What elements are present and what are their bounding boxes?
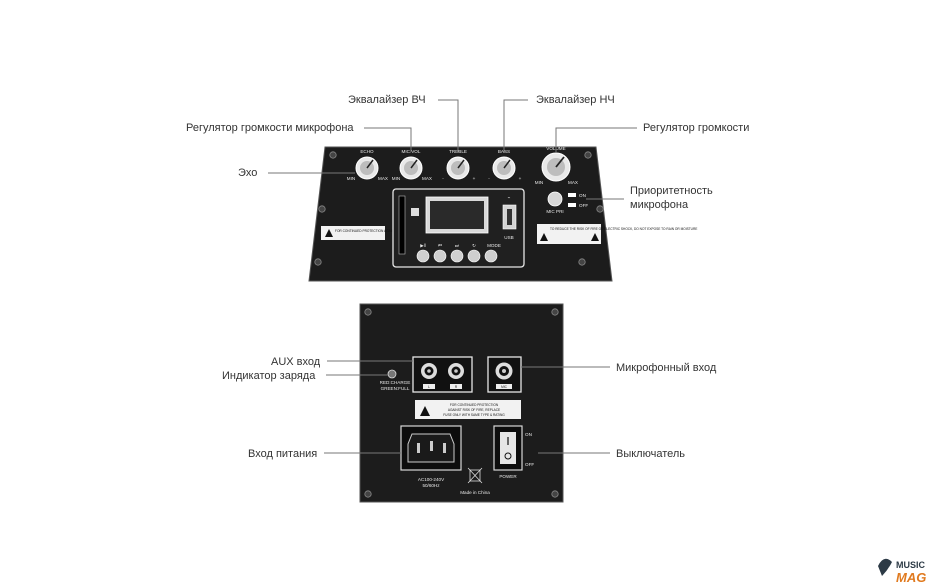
callout-mic-priority-line1: Приоритетность <box>630 185 713 197</box>
fuse-warning-label: FOR CONTINUED PROTECTION AGAINST RISK OF… <box>415 400 521 419</box>
screw-icon <box>551 308 559 316</box>
sd-card-icon <box>411 208 419 216</box>
power-switch[interactable]: ON OFF POWER <box>493 425 534 479</box>
power-off-label: OFF <box>525 462 534 467</box>
charge-red-label: RED:CHARGE <box>380 380 411 385</box>
bass-plus-label: + <box>519 176 522 181</box>
aux-r-label: R <box>455 385 458 389</box>
screw-icon <box>364 308 372 316</box>
echo-min-label: MIN <box>347 176 355 181</box>
callout-mic-priority-line2: микрофона <box>630 199 689 211</box>
echo-max-label: MAX <box>378 176 388 181</box>
aux-l-label: L <box>428 385 430 389</box>
repeat-icon: ↻ <box>472 243 476 248</box>
usb-icon: ⌁ <box>508 195 511 200</box>
volume-max-label: MAX <box>568 180 578 185</box>
fuse-warning-line1: FOR CONTINUED PROTECTION <box>450 403 499 407</box>
previous-button[interactable] <box>433 249 447 263</box>
guitar-icon <box>878 558 892 576</box>
mic-priority-switch[interactable]: ON OFF <box>568 193 588 208</box>
next-icon: ⏭ <box>455 243 459 248</box>
screw-icon <box>329 151 337 159</box>
bottom-panel-callouts: AUX вход Индикатор заряда Микрофонный вх… <box>222 356 717 460</box>
volume-min-label: MIN <box>535 180 543 185</box>
mode-label: MODE <box>487 243 501 248</box>
next-button[interactable] <box>450 249 464 263</box>
usb-label: USB <box>504 235 513 240</box>
top-panel-callouts: Эквалайзер ВЧ Эквалайзер НЧ Регулятор гр… <box>186 94 749 211</box>
screw-icon <box>584 151 592 159</box>
echo-knob-label: ECHO <box>360 149 374 154</box>
made-in-label: Made in China <box>460 490 490 495</box>
ac-power-inlet[interactable]: AC100-240V 50/60Hz <box>400 425 462 488</box>
callout-mic-input: Микрофонный вход <box>616 362 717 374</box>
musicmag-logo: MUSIC MAG <box>878 558 926 585</box>
screw-icon <box>318 205 326 213</box>
fuse-warning-line3: FUSE ONLY WITH SAME TYPE & RATING <box>443 413 505 417</box>
screw-icon <box>551 490 559 498</box>
watermark-line1: MUSIC <box>896 560 926 570</box>
warning-label-right: TO REDUCE THE RISK OF FIRE OR ELECTRIC S… <box>537 224 697 244</box>
mic-vol-max-label: MAX <box>422 176 432 181</box>
mic-vol-knob[interactable]: MIC.VOL MIN MAX <box>392 149 432 181</box>
mic-vol-min-label: MIN <box>392 176 400 181</box>
warning-right-text: TO REDUCE THE RISK OF FIRE OR ELECTRIC S… <box>550 227 697 231</box>
ac-voltage-label: AC100-240V <box>418 477 445 482</box>
rear-io-panel: RED:CHARGE GREEN:FULL L R MIC <box>359 303 564 503</box>
callout-bass-eq: Эквалайзер НЧ <box>536 94 615 106</box>
weee-bin-icon <box>467 467 483 484</box>
media-player-module: ⌁ USB ▶‖ ⏮ ⏭ ↻ MODE <box>392 188 525 268</box>
bass-minus-label: - <box>488 176 490 181</box>
fuse-warning-line2: AGAINST RISK OF FIRE, REPLACE <box>448 408 500 412</box>
watermark-line2: MAG <box>896 570 926 585</box>
screw-icon <box>314 258 322 266</box>
mic-pri-label: MIC PRI <box>546 209 563 214</box>
power-on-label: ON <box>525 432 532 437</box>
mic-pri-on-label: ON <box>579 193 586 198</box>
previous-icon: ⏮ <box>438 243 442 248</box>
repeat-button[interactable] <box>467 249 481 263</box>
callout-power-switch: Выключатель <box>616 448 685 460</box>
play-pause-button[interactable] <box>416 249 430 263</box>
callout-echo: Эхо <box>238 167 257 179</box>
callout-aux-in: AUX вход <box>271 356 321 368</box>
power-label: POWER <box>499 474 517 479</box>
screw-icon <box>596 205 604 213</box>
mic-pri-off-label: OFF <box>579 203 588 208</box>
treble-plus-label: + <box>473 176 476 181</box>
callout-mic-volume: Регулятор громкости микрофона <box>186 122 354 134</box>
callout-charge-indicator: Индикатор заряда <box>222 370 316 382</box>
callout-power-input: Вход питания <box>248 448 317 460</box>
callout-treble-eq: Эквалайзер ВЧ <box>348 94 426 106</box>
screw-icon <box>364 490 372 498</box>
screw-icon <box>578 258 586 266</box>
mic-priority-button[interactable]: MIC PRI <box>546 191 564 214</box>
aux-input-jacks[interactable]: L R <box>412 356 473 393</box>
mode-button[interactable] <box>484 249 498 263</box>
mic-input-jack[interactable]: MIC <box>487 356 522 393</box>
play-pause-icon: ▶‖ <box>420 243 426 248</box>
charge-green-label: GREEN:FULL <box>381 386 410 391</box>
echo-knob[interactable]: ECHO MIN MAX <box>347 149 388 181</box>
top-control-panel: ECHO MIN MAX MIC.VOL MIN MAX TREBLE - + … <box>308 146 697 282</box>
mic-jack-label: MIC <box>501 385 508 389</box>
charge-indicator-led: RED:CHARGE GREEN:FULL <box>380 369 411 391</box>
ac-frequency-label: 50/60Hz <box>422 483 440 488</box>
treble-minus-label: - <box>442 176 444 181</box>
callout-volume: Регулятор громкости <box>643 122 749 134</box>
sd-card-slot[interactable] <box>398 195 406 255</box>
